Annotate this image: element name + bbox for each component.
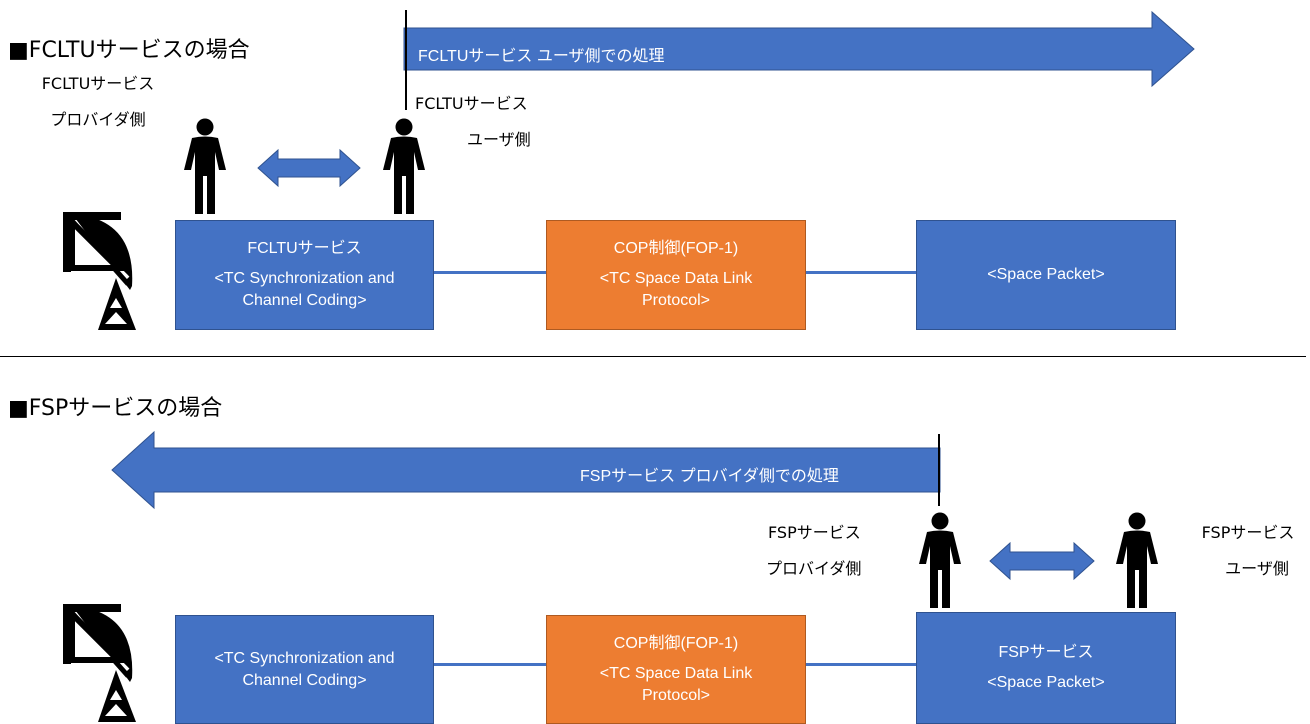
- fcltu-process-arrow-label: FCLTUサービス ユーザ側での処理: [418, 48, 665, 65]
- double-arrow-icon: [989, 541, 1095, 581]
- fcltu-provider-label: FCLTUサービス プロバイダ側: [41, 74, 155, 129]
- satellite-dish-icon: [58, 600, 148, 724]
- fsp-boundary-line: [938, 434, 940, 506]
- person-icon: [383, 118, 425, 214]
- fsp-provider-label: FSPサービス プロバイダ側: [766, 523, 862, 578]
- person-icon: [919, 512, 961, 608]
- fcltu-process-arrow: [403, 10, 1195, 88]
- fsp-connector: [806, 663, 916, 666]
- fsp-cop-box: COP制御(FOP-1) <TC Space Data Link Protoco…: [546, 615, 806, 724]
- fcltu-connector: [806, 271, 916, 274]
- fcltu-user-label: FCLTUサービス ユーザ側: [415, 94, 531, 149]
- fsp-process-arrow-label: FSPサービス プロバイダ側での処理: [580, 468, 839, 485]
- fcltu-boundary-line: [405, 10, 407, 110]
- fcltu-heading: ■FCLTUサービスの場合: [8, 38, 250, 63]
- fsp-service-box: FSPサービス <Space Packet>: [916, 612, 1176, 724]
- fsp-process-arrow: [111, 430, 941, 510]
- fcltu-cop-box: COP制御(FOP-1) <TC Space Data Link Protoco…: [546, 220, 806, 330]
- fsp-heading: ■FSPサービスの場合: [8, 396, 223, 421]
- section-divider: [0, 356, 1306, 357]
- fcltu-service-box: FCLTUサービス <TC Synchronization and Channe…: [175, 220, 434, 330]
- fsp-tc-sync-box: <TC Synchronization and Channel Coding>: [175, 615, 434, 724]
- fcltu-connector: [434, 271, 546, 274]
- double-arrow-icon: [257, 148, 361, 188]
- person-icon: [184, 118, 226, 214]
- fsp-connector: [434, 663, 546, 666]
- person-icon: [1116, 512, 1158, 608]
- satellite-dish-icon: [58, 208, 148, 333]
- fcltu-space-packet-box: <Space Packet>: [916, 220, 1176, 330]
- fsp-user-label: FSPサービス ユーザ側: [1201, 523, 1295, 578]
